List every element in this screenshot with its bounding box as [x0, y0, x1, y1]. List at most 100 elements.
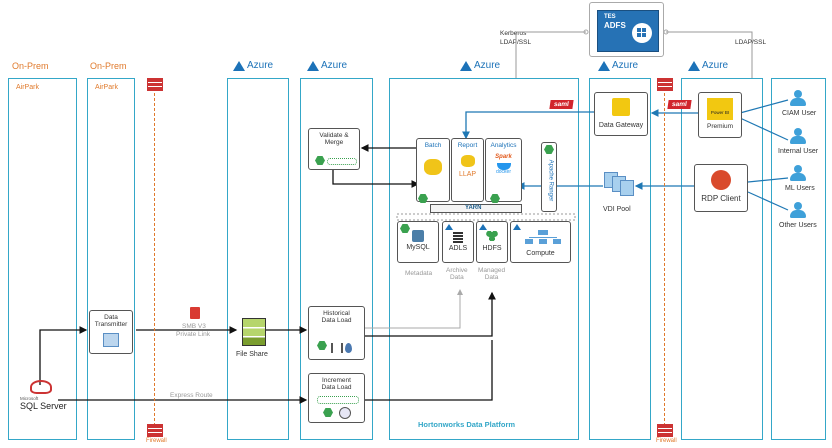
drop-icon: [345, 343, 352, 353]
lane-users: [771, 78, 826, 440]
file-share-icon: [242, 318, 266, 346]
azure-label: Azure: [474, 60, 501, 71]
clock-icon: [339, 407, 351, 419]
docker-icon: [496, 163, 511, 171]
lane-onprem-2: [87, 78, 135, 440]
hdp-icon: [315, 156, 325, 165]
sql-server-vendor: Microsoft: [20, 396, 39, 401]
lane-onprem-1: [8, 78, 77, 440]
analytics-label: Analytics: [490, 142, 517, 149]
transmitter-icon: [103, 332, 119, 347]
adfs-label: ADFS: [604, 21, 626, 30]
adls-box: ADLS: [442, 221, 474, 263]
internal-user-label: Internal User: [778, 148, 819, 155]
ml-users-label: ML Users: [785, 185, 815, 192]
report-box: Report LLAP: [451, 138, 484, 202]
azure-header-2: Azure: [307, 60, 347, 71]
rdp-client-box: RDP Client: [694, 164, 748, 212]
metadata-label: Metadata: [405, 270, 433, 277]
other-users-label: Other Users: [779, 222, 817, 229]
firewall-line-left: [154, 93, 155, 426]
data-transmitter-label: Data Transmitter: [94, 314, 128, 329]
onprem-header-2: On-Prem: [90, 61, 127, 71]
mysql-box: MySQL: [397, 221, 439, 263]
ml-users-icon: [790, 165, 806, 181]
azure-logo-icon: [307, 60, 319, 71]
onprem-sub-2: AirPark: [95, 84, 118, 91]
onprem-header-1: On-Prem: [12, 61, 49, 71]
azure-logo-icon: [513, 224, 521, 230]
firewall-icon: [147, 424, 163, 437]
adfs-tes: TES: [604, 14, 616, 20]
lane-azure-1: [227, 78, 289, 440]
llap-label: LLAP: [458, 171, 477, 179]
hive-icon: [424, 159, 442, 176]
private-link-label: Private Link: [176, 331, 210, 338]
historical-label: Historical Data Load: [321, 310, 352, 325]
yarn-label: YARN: [465, 205, 482, 211]
hdfs-label: HDFS: [482, 245, 502, 252]
rdp-client-label: RDP Client: [701, 194, 741, 203]
lane-azure-gateway: [589, 78, 651, 440]
hdp-icon: [400, 224, 410, 233]
onprem-sub-1: AirPark: [16, 84, 39, 91]
azure-logo-icon: [233, 60, 245, 71]
apache-ranger-box: Apache Ranger: [541, 142, 557, 212]
firewall-icon: [657, 78, 673, 91]
azure-logo-icon: [688, 60, 700, 71]
firewall-label-left: Firewall: [146, 438, 167, 444]
spark-label: Spark: [495, 154, 512, 161]
adls-icon: [453, 231, 463, 243]
hdp-icon: [490, 194, 500, 203]
bar-chart-icon: [331, 343, 343, 353]
azure-header-4: Azure: [598, 60, 638, 71]
other-users-icon: [790, 202, 806, 218]
azure-label: Azure: [247, 60, 274, 71]
report-label: Report: [457, 142, 478, 149]
mysql-label: MySQL: [406, 244, 430, 251]
mysql-icon: [412, 230, 424, 242]
archive-label: Archive Data: [446, 267, 468, 281]
adls-label: ADLS: [448, 245, 468, 252]
hdp-icon: [317, 341, 327, 350]
windows-icon: [632, 23, 652, 43]
ranger-label: Apache Ranger: [547, 159, 554, 202]
premium-label: Premium: [706, 123, 733, 130]
powerbi-box: Power BI Premium: [698, 92, 742, 138]
hdfs-box: HDFS: [476, 221, 508, 263]
ciam-user-label: CIAM User: [782, 110, 817, 117]
powerbi-label: Power BI: [710, 110, 730, 115]
azure-logo-icon: [445, 224, 453, 230]
azure-header-3: Azure: [460, 60, 500, 71]
sql-server: Microsoft SQL Server: [18, 380, 67, 416]
adfs-box: TES ADFS: [589, 2, 664, 57]
batch-label: Batch: [424, 142, 442, 149]
vdi-pool-label: VDI Pool: [603, 206, 631, 213]
hdp-icon: [418, 194, 428, 203]
internal-user-icon: [790, 128, 806, 144]
increment-label: Increment Data Load: [321, 377, 352, 392]
kerberos-label: Kerberos: [500, 30, 527, 37]
spark-icon: Spark: [486, 154, 521, 161]
ldap-left-label: LDAP/SSL: [500, 39, 532, 46]
yarn-bar: YARN: [430, 204, 522, 213]
data-gateway-box: Data Gateway: [594, 92, 648, 136]
data-transmitter-box: Data Transmitter: [89, 310, 133, 354]
sql-server-icon: [30, 380, 52, 394]
file-share-label: File Share: [236, 351, 268, 358]
hdfs-icon: [485, 229, 499, 241]
azure-logo-icon: [479, 224, 487, 230]
data-gateway-label: Data Gateway: [598, 122, 644, 129]
historical-data-load-box: Historical Data Load: [308, 306, 365, 360]
pdf-icon: [190, 307, 200, 319]
azure-label: Azure: [321, 60, 348, 71]
vdi-pool-icon: [604, 172, 634, 198]
validate-merge-label: Validate & Merge: [319, 132, 349, 147]
compute-box: Compute: [510, 221, 571, 263]
compute-label: Compute: [526, 250, 555, 257]
validate-merge-box: Validate & Merge: [308, 128, 360, 170]
rdp-icon: [711, 170, 731, 190]
azure-label: Azure: [702, 60, 729, 71]
azure-logo-icon: [460, 60, 472, 71]
firewall-label-right: Firewall: [656, 438, 677, 444]
